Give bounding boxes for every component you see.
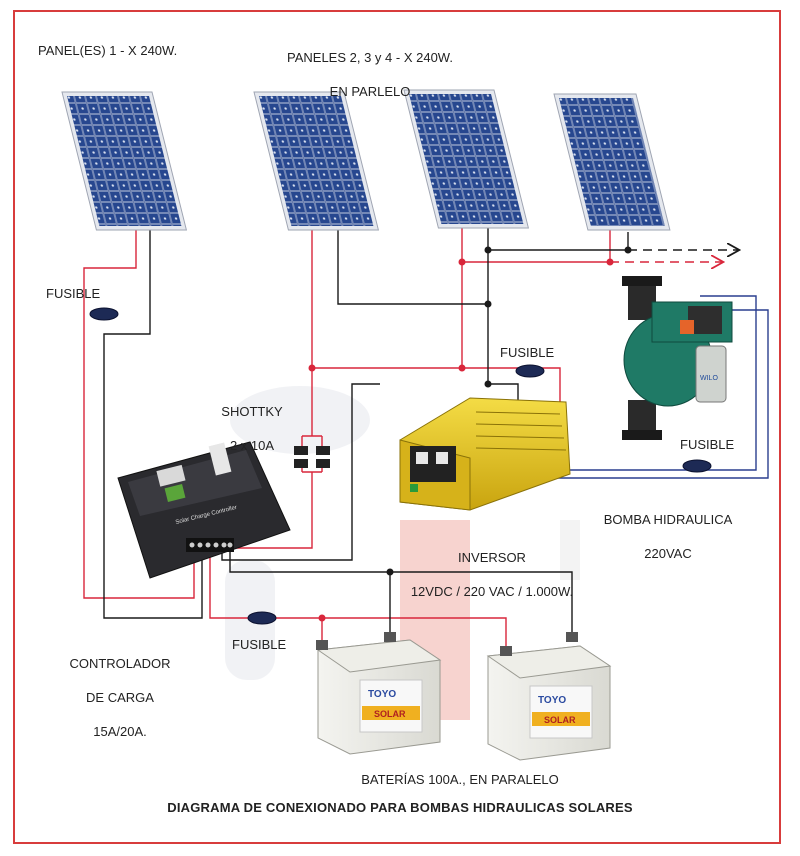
fuse-top-icon (515, 364, 545, 378)
wire-pump-ac-1 (470, 295, 757, 471)
wire-battery-negative-link (390, 571, 573, 632)
controller-label: CONTROLADOR DE CARGA 15A/20A. (60, 638, 180, 757)
fuse-bottom-label: FUSIBLE (232, 637, 287, 652)
solar-panel-4-icon (553, 93, 671, 231)
water-pump-icon: WILO (622, 276, 733, 440)
wire-panel1-negative (103, 230, 203, 619)
batteries-label: BATERÍAS 100A., EN PARALELO (361, 772, 559, 787)
wire-shottky-to-controller (214, 472, 313, 549)
shottky-label-line1: SHOTTKY (221, 404, 283, 419)
inverter-label-line2: 12VDC / 220 VAC / 1.000W. (410, 584, 574, 599)
inverter-icon (399, 397, 571, 511)
solar-panel-2-icon (253, 91, 380, 231)
solar-panel-3-icon (403, 89, 530, 229)
battery-1-brand-sub: SOLAR (374, 709, 406, 719)
wire-panels-negative-bus (337, 230, 628, 305)
wire-panel1-positive (83, 230, 195, 599)
panel1-label: PANEL(ES) 1 - X 240W. (38, 43, 178, 58)
wire-controller-load (221, 383, 380, 561)
battery-2-brand-sub: SOLAR (544, 715, 576, 725)
inverter-label-line1: INVERSOR (458, 550, 526, 565)
junctions (308, 246, 632, 622)
shottky-label: SHOTTKY 2 x 10A (214, 386, 290, 471)
wiring (83, 228, 769, 648)
pump-label-line2: 220VAC (644, 546, 692, 561)
diagram-title: DIAGRAMA DE CONEXIONADO PARA BOMBAS HIDR… (167, 800, 633, 815)
pump-label: BOMBA HIDRAULICA 220VAC (598, 494, 738, 579)
battery-2-brand: TOYO (538, 695, 566, 706)
battery-1-brand: TOYO (368, 689, 396, 700)
battery-1-icon: TOYO SOLAR (316, 632, 442, 755)
wire-negative-to-inverter (487, 304, 519, 404)
shottky-diode-icon (294, 435, 330, 473)
panels234-label-line2: EN PARLELO (329, 84, 411, 99)
shottky-label-line2: 2 x 10A (229, 438, 275, 453)
wire-controller-to-battery-negative (229, 552, 391, 640)
panels234-label-line1: PANELES 2, 3 y 4 - X 240W. (287, 50, 453, 65)
controller-label-line1: CONTROLADOR (69, 656, 171, 671)
pump-label-line1: BOMBA HIDRAULICA (603, 512, 733, 527)
controller-label-line2: DE CARGA (86, 690, 154, 705)
controller-label-line3: 15A/20A. (93, 724, 147, 739)
fuse-right-icon (682, 459, 712, 473)
fuse-top-label: FUSIBLE (500, 345, 555, 360)
solar-panel-1-icon (61, 91, 188, 231)
fuse-right-label: FUSIBLE (680, 437, 735, 452)
wire-positive-to-inverter (462, 367, 561, 404)
wire-battery-positive-link (322, 617, 507, 648)
svg-text:WILO: WILO (700, 375, 718, 382)
diagram-border (13, 10, 781, 844)
battery-2-icon: TOYO SOLAR (486, 632, 612, 761)
fuse-left-label: FUSIBLE (46, 286, 101, 301)
panels234-label: PANELES 2, 3 y 4 - X 240W. EN PARLELO (240, 32, 500, 117)
charge-controller-icon: Solar Charge Controller (117, 441, 291, 579)
fuse-bottom-icon (247, 611, 277, 625)
inverter-label: INVERSOR 12VDC / 220 VAC / 1.000W. (380, 532, 604, 617)
wire-pump-ac-2 (470, 309, 769, 479)
fuse-left-icon (89, 307, 119, 321)
